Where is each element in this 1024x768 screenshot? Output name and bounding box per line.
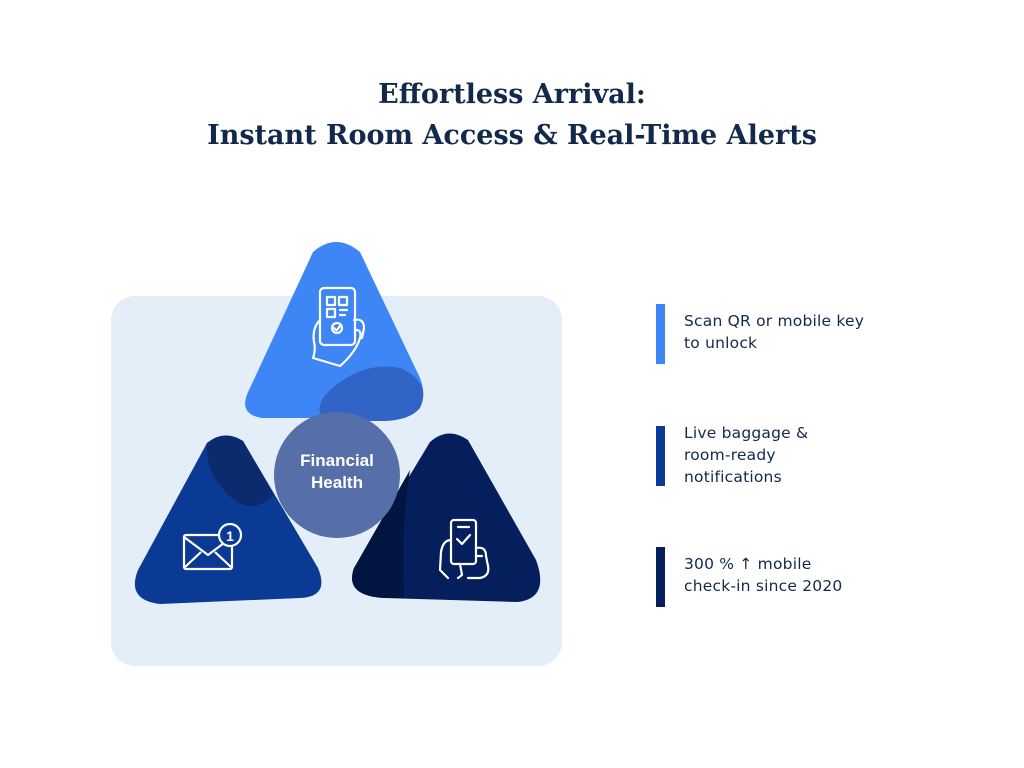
legend-line: Scan QR or mobile key (684, 312, 865, 330)
center-label-line-2: Health (311, 473, 363, 492)
legend-line: Live baggage & (684, 424, 809, 442)
segment-bottom-right (352, 433, 541, 602)
legend-bar-notifications (656, 426, 665, 486)
legend-line: check-in since 2020 (684, 577, 843, 595)
segment-top (245, 242, 424, 421)
segment-bottom-right-fold (352, 470, 410, 598)
legend-line: room-ready (684, 446, 776, 464)
center-circle (274, 412, 400, 538)
envelope-notification-icon (182, 522, 243, 571)
legend-bar-checkin (656, 547, 665, 607)
legend-bar-unlock (656, 304, 665, 364)
segment-top-fold (319, 366, 424, 421)
title-line-1: Effortless Arrival: (378, 79, 646, 110)
legend-line: notifications (684, 468, 782, 486)
legend-text-checkin: 300 % ↑ mobile check-in since 2020 (684, 553, 944, 597)
segment-bottom-left-shape (134, 435, 322, 604)
envelope-badge-count: 1 (226, 528, 234, 544)
segment-bottom-left-fold (206, 435, 274, 506)
qr-phone-hand-icon (311, 286, 366, 368)
center-label-line-1: Financial (300, 451, 374, 470)
legend-text-unlock: Scan QR or mobile key to unlock (684, 310, 944, 354)
phone-check-hand-icon (438, 518, 490, 580)
page-title: Effortless Arrival: Instant Room Access … (0, 74, 1024, 156)
center-label: Financial Health (274, 450, 400, 494)
title-line-2: Instant Room Access & Real-Time Alerts (207, 120, 817, 151)
legend-line: to unlock (684, 334, 758, 352)
segment-bottom-left: 1 (134, 435, 322, 604)
legend-text-notifications: Live baggage & room-ready notifications (684, 422, 944, 488)
legend-line: 300 % ↑ mobile (684, 555, 812, 573)
